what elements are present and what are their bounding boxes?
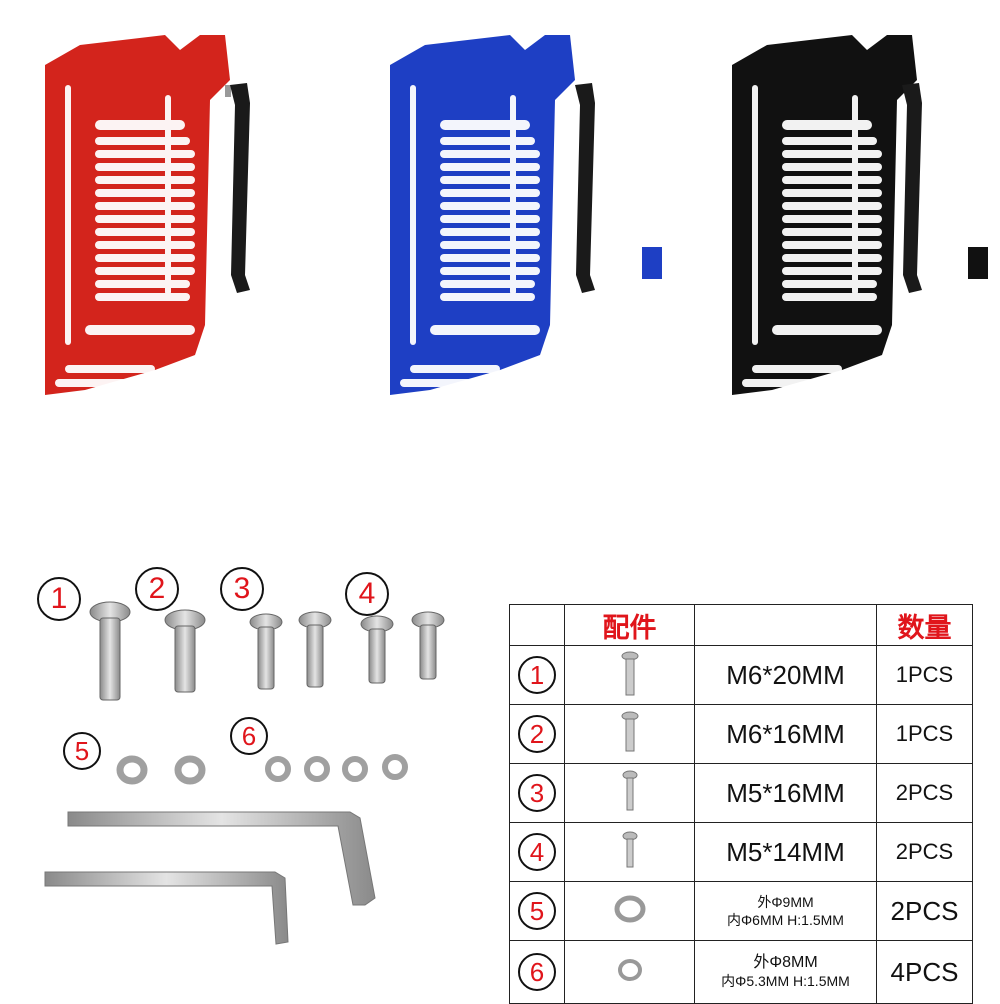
- lock-washer: [265, 754, 408, 782]
- row-qty: 2PCS: [876, 881, 973, 941]
- row-spec: 外Φ9MM 内Φ6MM H:1.5MM: [694, 881, 877, 941]
- screw-icon: [621, 711, 638, 751]
- washer: [116, 755, 206, 785]
- table-row: 1 M6*20MM 1PCS: [509, 645, 973, 705]
- radiator-guard-blue: [370, 25, 630, 405]
- side-bracket: [902, 83, 922, 293]
- row-spec-inner: 内Φ5.3MM H:1.5MM: [721, 973, 850, 989]
- row-qty: 4PCS: [876, 940, 973, 1004]
- row-spec: M5*14MM: [694, 822, 877, 882]
- table-row: 4 M5*14MM 2PCS: [509, 822, 973, 882]
- row-qty: 1PCS: [876, 645, 973, 705]
- row-number: 6: [518, 953, 556, 991]
- row-number: 2: [518, 715, 556, 753]
- washer-icon: [614, 895, 645, 922]
- row-spec-outer: 外Φ8MM: [753, 954, 818, 971]
- header-part: 配件: [564, 604, 695, 646]
- header-qty: 数量: [876, 604, 973, 646]
- row-spec-outer: 外Φ9MM: [757, 894, 814, 910]
- row-spec-inner: 内Φ6MM H:1.5MM: [727, 912, 844, 928]
- row-spec: M5*16MM: [694, 763, 877, 823]
- row-qty: 2PCS: [876, 763, 973, 823]
- radiator-guard-red: [25, 25, 308, 405]
- row-qty: 2PCS: [876, 822, 973, 882]
- side-bracket: [575, 83, 595, 293]
- screw-m6x20: [89, 601, 131, 701]
- table-row: 3 M5*16MM 2PCS: [509, 763, 973, 823]
- parts-table: 配件 数量 1 M6*20MM 1PCS 2 M6*16MM 1PCS 3 M5…: [509, 604, 973, 1004]
- screw-m5x16: [249, 611, 332, 690]
- kit-label: 5: [63, 732, 101, 770]
- row-number: 1: [518, 656, 556, 694]
- kit-label: 4: [345, 572, 389, 616]
- row-number: 5: [518, 892, 556, 930]
- screw-m5x14: [360, 611, 445, 684]
- hex-key-large: [67, 811, 376, 906]
- row-spec: M6*16MM: [694, 704, 877, 764]
- table-row: 5 外Φ9MM 内Φ6MM H:1.5MM 2PCS: [509, 881, 973, 941]
- header-spec: [694, 604, 877, 646]
- row-qty: 1PCS: [876, 704, 973, 764]
- table-row: 2 M6*16MM 1PCS: [509, 704, 973, 764]
- table-row: 6 外Φ8MM 内Φ5.3MM H:1.5MM 4PCS: [509, 940, 973, 1004]
- screw-icon: [622, 770, 637, 810]
- screw-icon: [621, 651, 638, 695]
- kit-label: 3: [220, 567, 264, 611]
- kit-label: 2: [135, 567, 179, 611]
- kit-label: 6: [230, 717, 268, 755]
- radiator-guard-black: [712, 25, 972, 405]
- screw-m6x16: [164, 609, 206, 693]
- hex-key-small: [44, 871, 289, 945]
- small-clip-black: [968, 247, 988, 279]
- lock-washer-icon: [617, 958, 642, 981]
- row-number: 3: [518, 774, 556, 812]
- table-header-row: 配件 数量: [509, 604, 973, 646]
- row-spec: M6*20MM: [694, 645, 877, 705]
- screw-icon: [622, 831, 637, 867]
- kit-label: 1: [37, 577, 81, 621]
- side-bracket: [230, 83, 250, 293]
- row-number: 4: [518, 833, 556, 871]
- row-spec: 外Φ8MM 内Φ5.3MM H:1.5MM: [694, 940, 877, 1004]
- small-clip-blue: [642, 247, 662, 279]
- hardware-kit: 1 2 3 4 5 6: [20, 560, 490, 960]
